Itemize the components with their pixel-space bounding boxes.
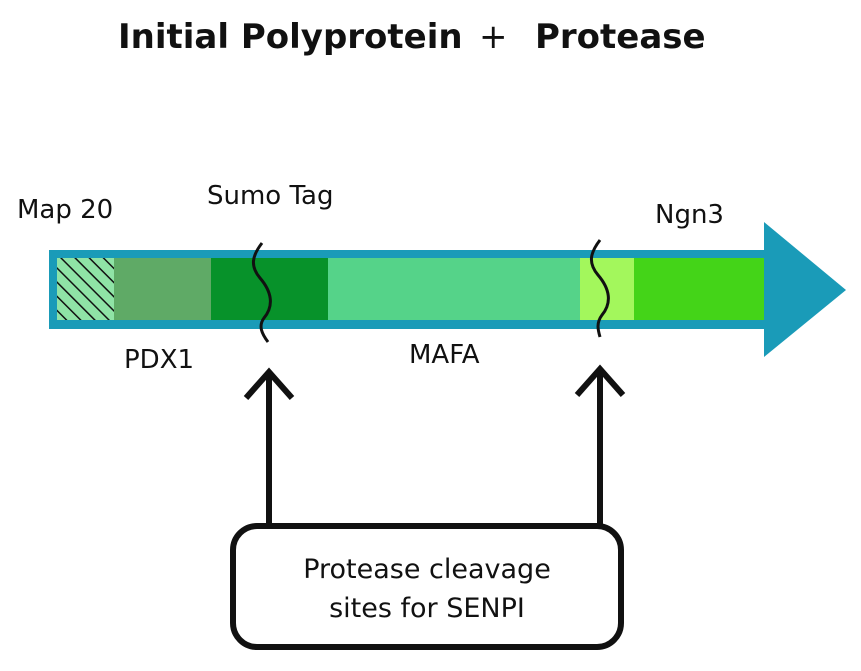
polyprotein-arrow-head: [764, 222, 846, 357]
callout-line-2: sites for SENPI: [329, 593, 525, 624]
pointer-arrow-1: [243, 367, 295, 531]
callout-line-1: Protease cleavage: [303, 554, 551, 585]
cleavage-wave-1: [252, 242, 272, 343]
pointer-arrow-2: [574, 364, 626, 531]
title-plus: +: [479, 17, 508, 57]
title-initial-polyprotein: Initial Polyprotein: [118, 17, 463, 57]
map20-label: Map 20: [17, 195, 113, 225]
ngn3-label: Ngn3: [655, 200, 724, 230]
mafa-segment: [328, 258, 580, 320]
map20-segment: [57, 258, 114, 320]
ngn3-segment: [634, 258, 764, 320]
mafa-label: MAFA: [409, 340, 480, 370]
pdx1-segment: [114, 258, 211, 320]
cleavage-wave-2: [590, 239, 610, 338]
sumo-tag-label: Sumo Tag: [207, 181, 334, 211]
title-protease: Protease: [535, 17, 706, 57]
cleavage-callout-box: [230, 523, 624, 650]
pdx1-label: PDX1: [124, 345, 194, 375]
